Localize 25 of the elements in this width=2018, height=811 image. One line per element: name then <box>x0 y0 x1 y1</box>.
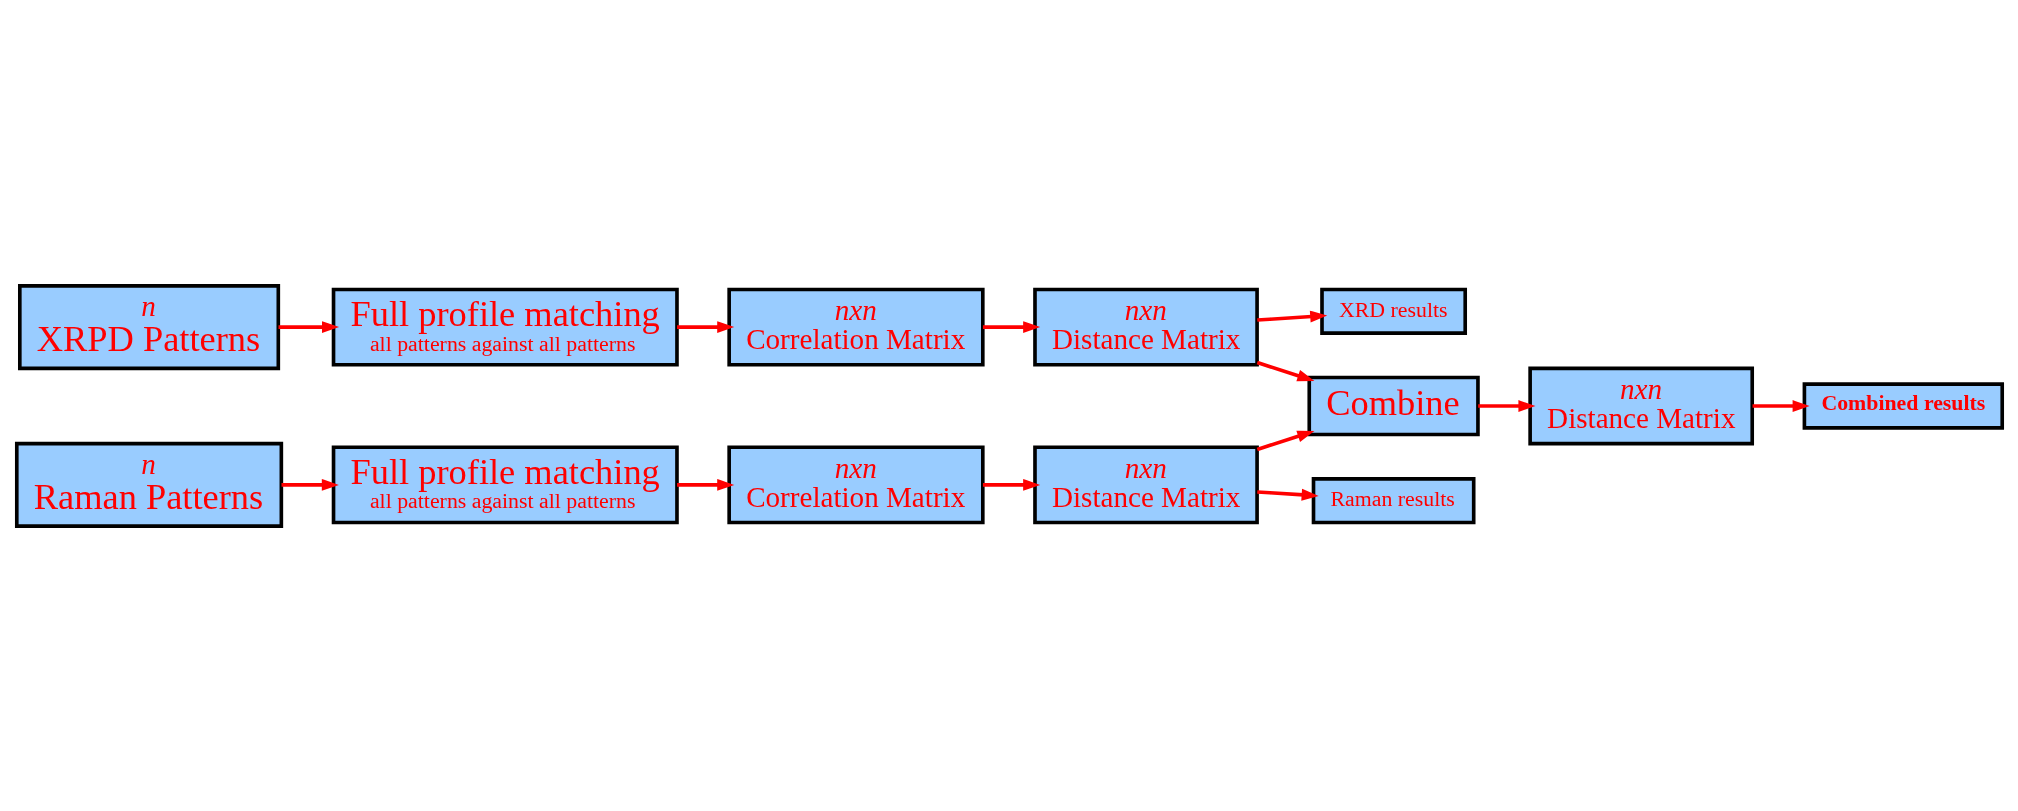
node-box: nxn Correlation Matrix <box>726 444 985 524</box>
node-box: n XRPD Patterns <box>17 283 280 370</box>
node-box: XRD results <box>1319 287 1467 335</box>
arrow <box>676 478 734 491</box>
arrow <box>1752 399 1810 412</box>
arrow <box>982 478 1040 491</box>
node-box: Raman results <box>1311 476 1475 524</box>
node-box: Combine <box>1306 375 1480 436</box>
arrow <box>1256 430 1314 451</box>
arrow <box>1477 399 1535 412</box>
arrow <box>278 320 339 333</box>
node-box: nxn Distance Matrix <box>1032 444 1259 524</box>
arrow <box>676 320 734 333</box>
arrow <box>281 478 339 491</box>
arrow <box>1256 310 1327 323</box>
node-box: n Raman Patterns <box>14 441 283 528</box>
node-box: nxn Correlation Matrix <box>726 287 985 367</box>
node-box: nxn Distance Matrix <box>1032 287 1259 367</box>
node-box: Combined results <box>1802 381 2004 430</box>
node-box: Full profile matching all patterns against all patterns <box>331 287 679 367</box>
arrow <box>982 320 1040 333</box>
arrow <box>1256 360 1314 381</box>
arrow <box>1256 488 1319 501</box>
node-box: Full profile matching all patterns against all patterns <box>331 444 679 524</box>
node-box: nxn Distance Matrix <box>1527 366 1754 445</box>
